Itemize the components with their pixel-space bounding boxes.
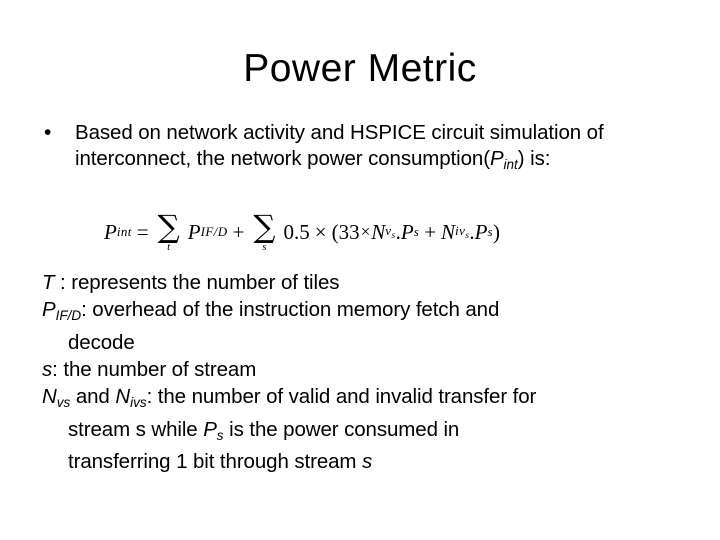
equation-term1-variable: P [187,219,201,244]
equation-lhs-subscript: int [116,224,132,239]
definition-text-P: : overhead of the instruction memory fet… [81,298,500,321]
equation-plus-2: + [424,219,437,244]
equation-coefficient: 0.5 [283,219,310,244]
definition-symbol-Nivs: N [115,384,131,408]
bullet-list: • Based on network activity and HSPICE c… [42,120,642,178]
equation-times: × [314,219,327,244]
definition-symbol-P: P [42,298,56,321]
equation-lhs-variable: P [104,219,117,244]
equation-dot-1: . [395,219,401,244]
definition-pifd-continuation: decode [42,329,687,356]
definition-text-decode: decode [68,330,135,354]
definition-symbol-Nivs-subscript: ivs [130,394,147,410]
sigma-icon: ∑ [157,209,180,245]
equation-niv-variable: N [441,219,456,244]
definition-symbol-stream-s: s [362,450,373,474]
sigma-icon: ∑ [253,209,276,245]
summation-over-streams: ∑ s [253,209,276,253]
summation-over-tiles: ∑ t [157,209,180,253]
definition-transfer-counts: Nvs and Nivs: the number of valid and in… [42,383,687,416]
equation-times-small: × [360,222,371,241]
definition-symbol-s: s [42,357,53,381]
bullet-dot-icon: • [44,121,52,144]
equation-niv-sub-iv: iv [455,223,466,239]
equation-niv-subscript: ivs [455,223,469,241]
definition-pifd: PIF/D: overhead of the instruction memor… [42,296,687,329]
definition-text-s: : the number of stream [52,357,257,381]
bullet-text-part2: ) is: [517,147,551,170]
definition-text-and: and [70,384,116,408]
equation-ps1-subscript: s [413,224,420,239]
definition-symbol-Ps-subscript: s [216,427,224,443]
equation-open-paren: ( [331,219,339,244]
equation-nv-sub-v: v [385,223,392,239]
equation-term1-subscript: IF/D [200,224,228,239]
definition-symbol-Nvs-subscript: vs [56,394,71,410]
equation-ps2-subscript: s [487,224,493,239]
definition-tiles: T : represents the number of tiles [42,269,687,296]
summation-index-t: t [167,241,171,253]
equation-ps1-variable: P [400,219,414,244]
bullet-item-text: Based on network activity and HSPICE cir… [75,120,642,178]
bullet-text-part1: Based on network activity and HSPICE cir… [75,121,604,170]
definition-symbol-T: T [42,271,55,294]
variable-definitions: T : represents the number of tiles PIF/D… [42,269,687,475]
definition-text-transferring: transferring 1 bit through stream [68,450,362,474]
list-item: • Based on network activity and HSPICE c… [42,120,642,178]
definition-symbol-Ps: P [203,417,217,441]
equation-plus-1: + [232,219,245,244]
equation-ps2-variable: P [474,219,488,244]
summation-index-s: s [262,241,267,253]
definition-transferring: transferring 1 bit through stream s [42,448,687,475]
equation-niv-sub-s: s [465,229,470,241]
page-title: Power Metric [243,47,477,90]
equation-dot-2: . [469,219,475,244]
equation-close-paren: ) [492,219,500,244]
equation-factor-33: 33 [338,219,360,244]
equation-nv-variable: N [371,219,386,244]
bullet-var-p-subscript: int [503,156,518,172]
definition-power-per-bit: stream s while Ps is the power consumed … [42,416,687,449]
equation-nv-subscript: vs [385,223,395,241]
equation-nv-sub-s: s [391,229,396,241]
definition-symbol-P-subscript: IF/D [55,307,82,323]
equation-equals: = [136,219,149,244]
definition-text-transfer: : the number of valid and invalid transf… [146,384,537,408]
definition-text-stream-while: stream s while [68,417,204,441]
definition-symbol-Nvs: N [42,384,57,408]
definition-text-T: : represents the number of tiles [54,271,340,294]
definition-text-power-consumed: is the power consumed in [223,417,460,441]
definition-stream-count: s: the number of stream [42,356,687,383]
bullet-var-p: P [489,147,504,170]
